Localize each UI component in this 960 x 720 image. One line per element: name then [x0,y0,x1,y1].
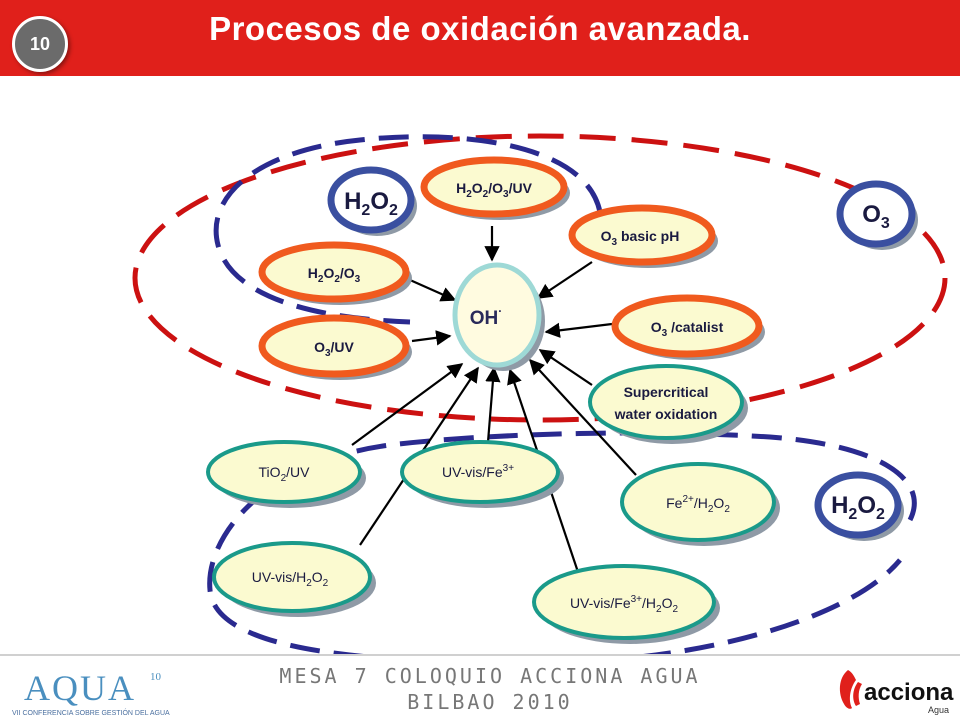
arrow-fe-h2o2 [528,358,637,476]
acciona-logo: acciona Agua [839,670,954,715]
arrow-o3-basic [536,261,593,299]
node-o3-basic: O3 basic pH [568,204,718,268]
node-h2o2-o3-uv: H2O2/O3/UV [420,156,570,220]
node-o3-catalist: O3 /catalist [611,294,765,360]
center-oh-node: OH· [452,262,545,371]
node-tio2-uv: TiO2/UV [206,440,366,508]
arrow-o3-catalist [544,322,613,338]
center-oh-label: OH· [470,304,503,329]
node-supercritical: Supercritical water oxidation [588,364,748,444]
node-supercritical-line2: water oxidation [614,406,718,422]
node-o3-basic-label: O3 basic pH [601,228,680,248]
header-bar [0,0,960,76]
aqua-logo-edition: 10 [150,671,162,683]
acciona-leaf-icon-2 [853,682,862,706]
node-h2o2-o3-uv-label: H2O2/O3/UV [456,180,532,200]
aqua-logo-subtitle: VII CONFERENCIA SOBRE GESTIÓN DEL AGUA [12,708,170,717]
arrow-supercritical [538,349,593,386]
footer-line1: MESA 7 COLOQUIO ACCIONA AGUA [279,664,701,688]
h2o2-bottom-group-arc [207,430,917,654]
badge-o3-label: O3 [862,201,890,232]
node-fe-h2o2-label: Fe2+/H2O2 [666,494,730,515]
node-uvvis-fe: UV-vis/Fe3+ [400,440,564,508]
h2o2-top-group-arc [213,134,603,325]
node-o3-uv: O3/UV [258,314,412,380]
aqua-logo-text: AQUA [24,668,136,708]
arrow-h2o2-o3 [409,278,457,302]
node-uvvis-fe-h2o2-label: UV-vis/Fe3+/H2O2 [570,594,679,615]
acciona-logo-sub: Agua [928,705,949,715]
node-tio2-uv-label: TiO2/UV [259,464,311,484]
o3-group-ellipse [132,133,948,423]
badge-h2o2-bottom-label: H2O2 [831,492,885,523]
badge-h2o2-bottom: H2O2 [814,471,904,541]
badge-h2o2-top-label: H2O2 [344,188,398,219]
oxidation-diagram: OH· H2O2/O3/UV O3 basic pH H2O2/O3 O3 /c… [132,133,948,654]
slide-number-badge: 10 [12,16,68,72]
node-h2o2-o3: H2O2/O3 [258,241,412,305]
badge-h2o2-top: H2O2 [327,166,417,236]
aqua-logo: AQUA 10 VII CONFERENCIA SOBRE GESTIÓN DE… [12,668,170,717]
node-h2o2-o3-label: H2O2/O3 [308,265,361,285]
node-uvvis-fe-h2o2: UV-vis/Fe3+/H2O2 [532,564,720,644]
arrow-tio2-uv [351,363,464,446]
footer-divider [0,654,960,656]
slide-title: Procesos de oxidación avanzada. [209,10,751,47]
footer-line2: BILBAO 2010 [407,690,573,714]
node-supercritical-line1: Supercritical [624,384,709,400]
node-uvvis-h2o2: UV-vis/H2O2 [212,541,376,617]
node-o3-catalist-label: O3 /catalist [651,319,724,339]
node-uvvis-h2o2-label: UV-vis/H2O2 [252,569,329,589]
node-uvvis-fe-label: UV-vis/Fe3+ [442,463,514,480]
badge-o3: O3 [836,180,918,250]
arrow-o3-uv [411,330,452,346]
node-fe-h2o2: Fe2+/H2O2 [620,462,780,546]
acciona-leaf-icon [839,670,856,709]
arrow-uvvis-fe [485,366,501,443]
arrows [351,226,637,579]
node-o3-uv-label: O3/UV [314,339,354,359]
acciona-logo-text: acciona [864,679,954,706]
